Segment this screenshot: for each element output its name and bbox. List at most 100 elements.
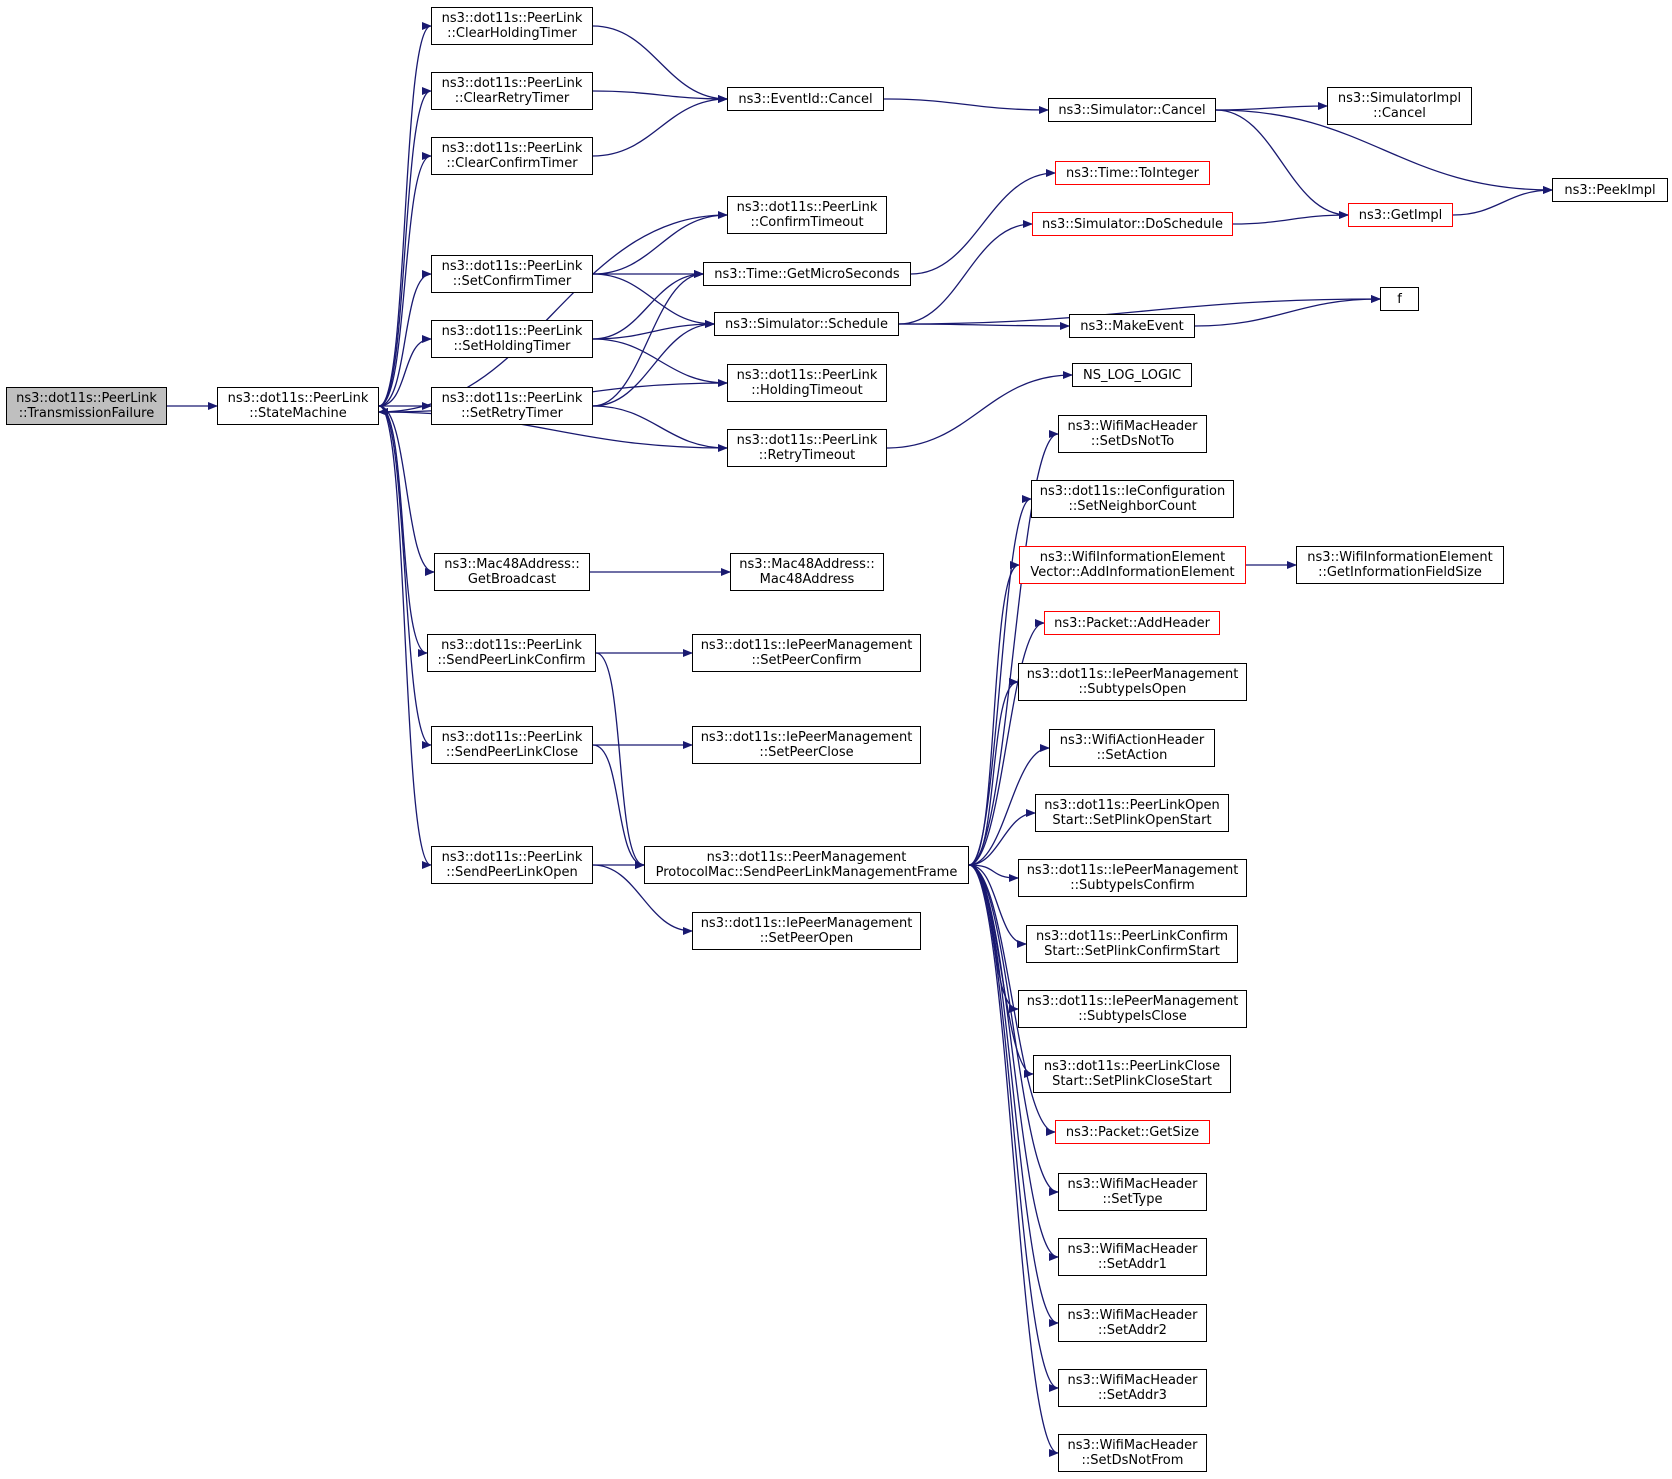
node-label-line: ::SetType [1102, 1192, 1163, 1207]
node-get-micro-seconds[interactable]: ns3::Time::GetMicroSeconds [703, 262, 911, 286]
node-label-line: ns3::dot11s::IePeerManagement [700, 638, 913, 653]
node-label-line: ::RetryTimeout [758, 448, 856, 463]
node-eventid-cancel[interactable]: ns3::EventId::Cancel [727, 87, 884, 111]
node-state-machine[interactable]: ns3::dot11s::PeerLink::StateMachine [217, 387, 379, 425]
node-clear-holding-timer[interactable]: ns3::dot11s::PeerLink::ClearHoldingTimer [431, 7, 593, 45]
edge-simulator-cancel-to-get-impl [1215, 109, 1349, 219]
node-set-holding-timer[interactable]: ns3::dot11s::PeerLink::SetHoldingTimer [431, 320, 593, 358]
node-label: ns3::dot11s::IePeerManagement::SetPeerCo… [701, 638, 913, 668]
node-time-to-integer[interactable]: ns3::Time::ToInteger [1055, 161, 1210, 185]
node-send-peer-link-open[interactable]: ns3::dot11s::PeerLink::SendPeerLinkOpen [431, 846, 593, 884]
node-label: ns3::Simulator::Schedule [725, 317, 888, 332]
node-label: ns3::Simulator::Cancel [1058, 103, 1205, 118]
node-get-broadcast[interactable]: ns3::Mac48Address::GetBroadcast [434, 553, 590, 591]
node-label: ns3::Time::ToInteger [1066, 166, 1199, 181]
node-label-line: ::ConfirmTimeout [750, 215, 864, 230]
node-label-line: GetBroadcast [467, 572, 557, 587]
node-label: ns3::WifiMacHeader::SetAddr2 [1067, 1308, 1197, 1338]
node-peek-impl[interactable]: ns3::PeekImpl [1552, 178, 1668, 202]
node-label-line: ::SetPeerConfirm [751, 653, 862, 668]
node-label: ns3::WifiActionHeader::SetAction [1060, 733, 1204, 763]
node-send-peer-link-confirm[interactable]: ns3::dot11s::PeerLink::SendPeerLinkConfi… [427, 634, 596, 672]
node-transmission-failure[interactable]: ns3::dot11s::PeerLink::TransmissionFailu… [6, 387, 167, 425]
node-packet-get-size[interactable]: ns3::Packet::GetSize [1055, 1120, 1210, 1144]
node-label-line: ns3::dot11s::PeerLink [441, 638, 582, 653]
node-set-type[interactable]: ns3::WifiMacHeader::SetType [1058, 1173, 1207, 1211]
node-label-line: ns3::dot11s::PeerLink [736, 200, 878, 215]
node-label-line: ns3::MakeEvent [1080, 318, 1184, 334]
node-label-line: ns3::GetImpl [1358, 207, 1443, 223]
edge-state-machine-to-send-peer-link-open [378, 405, 432, 869]
node-label-line: ns3::dot11s::IeConfiguration [1039, 484, 1226, 499]
node-label: ns3::dot11s::PeerLink::TransmissionFailu… [16, 391, 157, 421]
node-set-addr3[interactable]: ns3::WifiMacHeader::SetAddr3 [1058, 1369, 1207, 1407]
edge-set-holding-timer-to-simulator-schedule [592, 320, 715, 340]
node-subtype-is-close[interactable]: ns3::dot11s::IePeerManagement::SubtypeIs… [1018, 990, 1247, 1028]
edge-get-micro-seconds-to-time-to-integer [910, 169, 1056, 275]
node-label-line: ns3::dot11s::PeerManagement [706, 850, 907, 865]
node-set-retry-timer[interactable]: ns3::dot11s::PeerLink::SetRetryTimer [431, 387, 593, 425]
node-simulator-cancel[interactable]: ns3::Simulator::Cancel [1048, 98, 1216, 122]
node-label-line: ns3::WifiMacHeader [1067, 1177, 1198, 1192]
node-packet-add-header[interactable]: ns3::Packet::AddHeader [1044, 611, 1220, 635]
node-label: ns3::Simulator::DoSchedule [1042, 217, 1223, 232]
node-set-ds-not-from[interactable]: ns3::WifiMacHeader::SetDsNotFrom [1058, 1434, 1207, 1472]
node-label: ns3::EventId::Cancel [738, 92, 872, 107]
node-get-impl[interactable]: ns3::GetImpl [1348, 203, 1453, 227]
node-set-peer-confirm[interactable]: ns3::dot11s::IePeerManagement::SetPeerCo… [692, 634, 921, 672]
node-label-line: ns3::Packet::GetSize [1065, 1124, 1200, 1140]
node-holding-timeout[interactable]: ns3::dot11s::PeerLink::HoldingTimeout [727, 364, 887, 402]
node-label-line: ProtocolMac::SendPeerLinkManagementFrame [655, 865, 958, 880]
node-ns-log-logic[interactable]: NS_LOG_LOGIC [1072, 363, 1192, 387]
node-clear-confirm-timer[interactable]: ns3::dot11s::PeerLink::ClearConfirmTimer [431, 137, 593, 175]
node-set-ds-not-to[interactable]: ns3::WifiMacHeader::SetDsNotTo [1058, 415, 1207, 453]
node-label-line: ::SetNeighborCount [1068, 499, 1197, 514]
node-label-line: ::SubtypeIsClose [1078, 1009, 1187, 1024]
node-simulator-impl-cancel[interactable]: ns3::SimulatorImpl::Cancel [1327, 87, 1472, 125]
node-label-line: ns3::WifiInformationElement [1039, 550, 1226, 565]
edge-clear-holding-timer-to-eventid-cancel [592, 25, 728, 103]
node-label: ns3::dot11s::PeerLink::SetHoldingTimer [442, 324, 583, 354]
node-label-line: ::ClearConfirmTimer [446, 156, 578, 171]
node-set-addr2[interactable]: ns3::WifiMacHeader::SetAddr2 [1058, 1304, 1207, 1342]
node-label: ns3::dot11s::PeerLink::ClearRetryTimer [442, 76, 583, 106]
node-set-peer-close[interactable]: ns3::dot11s::IePeerManagement::SetPeerCl… [692, 726, 921, 764]
node-make-event[interactable]: ns3::MakeEvent [1069, 314, 1195, 338]
node-label-line: ::Cancel [1373, 106, 1426, 121]
node-f[interactable]: f [1380, 287, 1419, 311]
edge-state-machine-to-set-holding-timer [378, 335, 432, 407]
node-send-peer-link-close[interactable]: ns3::dot11s::PeerLink::SendPeerLinkClose [431, 726, 593, 764]
node-label-line: ns3::Mac48Address:: [739, 557, 875, 572]
node-simulator-schedule[interactable]: ns3::Simulator::Schedule [714, 312, 899, 336]
edge-set-confirm-timer-to-confirm-timeout [592, 211, 728, 275]
node-label-line: ns3::dot11s::IePeerManagement [1026, 994, 1239, 1009]
edge-simulator-do-schedule-to-get-impl [1232, 211, 1349, 225]
node-subtype-is-confirm[interactable]: ns3::dot11s::IePeerManagement::SubtypeIs… [1018, 859, 1247, 897]
node-get-information-field-size[interactable]: ns3::WifiInformationElement::GetInformat… [1296, 546, 1504, 584]
node-retry-timeout[interactable]: ns3::dot11s::PeerLink::RetryTimeout [727, 429, 887, 467]
node-label: ns3::dot11s::PeerLink::ClearConfirmTimer [442, 141, 583, 171]
node-confirm-timeout[interactable]: ns3::dot11s::PeerLink::ConfirmTimeout [727, 196, 887, 234]
node-subtype-is-open[interactable]: ns3::dot11s::IePeerManagement::SubtypeIs… [1018, 663, 1247, 701]
node-label-line: ::SendPeerLinkConfirm [437, 653, 586, 668]
node-set-peer-open[interactable]: ns3::dot11s::IePeerManagement::SetPeerOp… [692, 912, 921, 950]
node-mac48address-ctor[interactable]: ns3::Mac48Address::Mac48Address [730, 553, 884, 591]
edge-state-machine-to-clear-confirm-timer [378, 152, 432, 407]
node-label: ns3::Packet::GetSize [1066, 1125, 1199, 1140]
node-clear-retry-timer[interactable]: ns3::dot11s::PeerLink::ClearRetryTimer [431, 72, 593, 110]
edge-set-retry-timer-to-retry-timeout [592, 405, 728, 452]
node-set-addr1[interactable]: ns3::WifiMacHeader::SetAddr1 [1058, 1238, 1207, 1276]
node-simulator-do-schedule[interactable]: ns3::Simulator::DoSchedule [1032, 212, 1233, 236]
node-label: ns3::dot11s::IePeerManagement::SetPeerCl… [701, 730, 913, 760]
edge-send-mgmt-frame-to-set-plink-open-start [968, 809, 1036, 866]
node-set-action[interactable]: ns3::WifiActionHeader::SetAction [1049, 729, 1215, 767]
node-label: ns3::Time::GetMicroSeconds [714, 267, 899, 282]
node-label-line: ns3::dot11s::PeerLink [16, 391, 157, 406]
node-set-neighbor-count[interactable]: ns3::dot11s::IeConfiguration::SetNeighbo… [1031, 480, 1234, 518]
node-set-confirm-timer[interactable]: ns3::dot11s::PeerLink::SetConfirmTimer [431, 255, 593, 293]
